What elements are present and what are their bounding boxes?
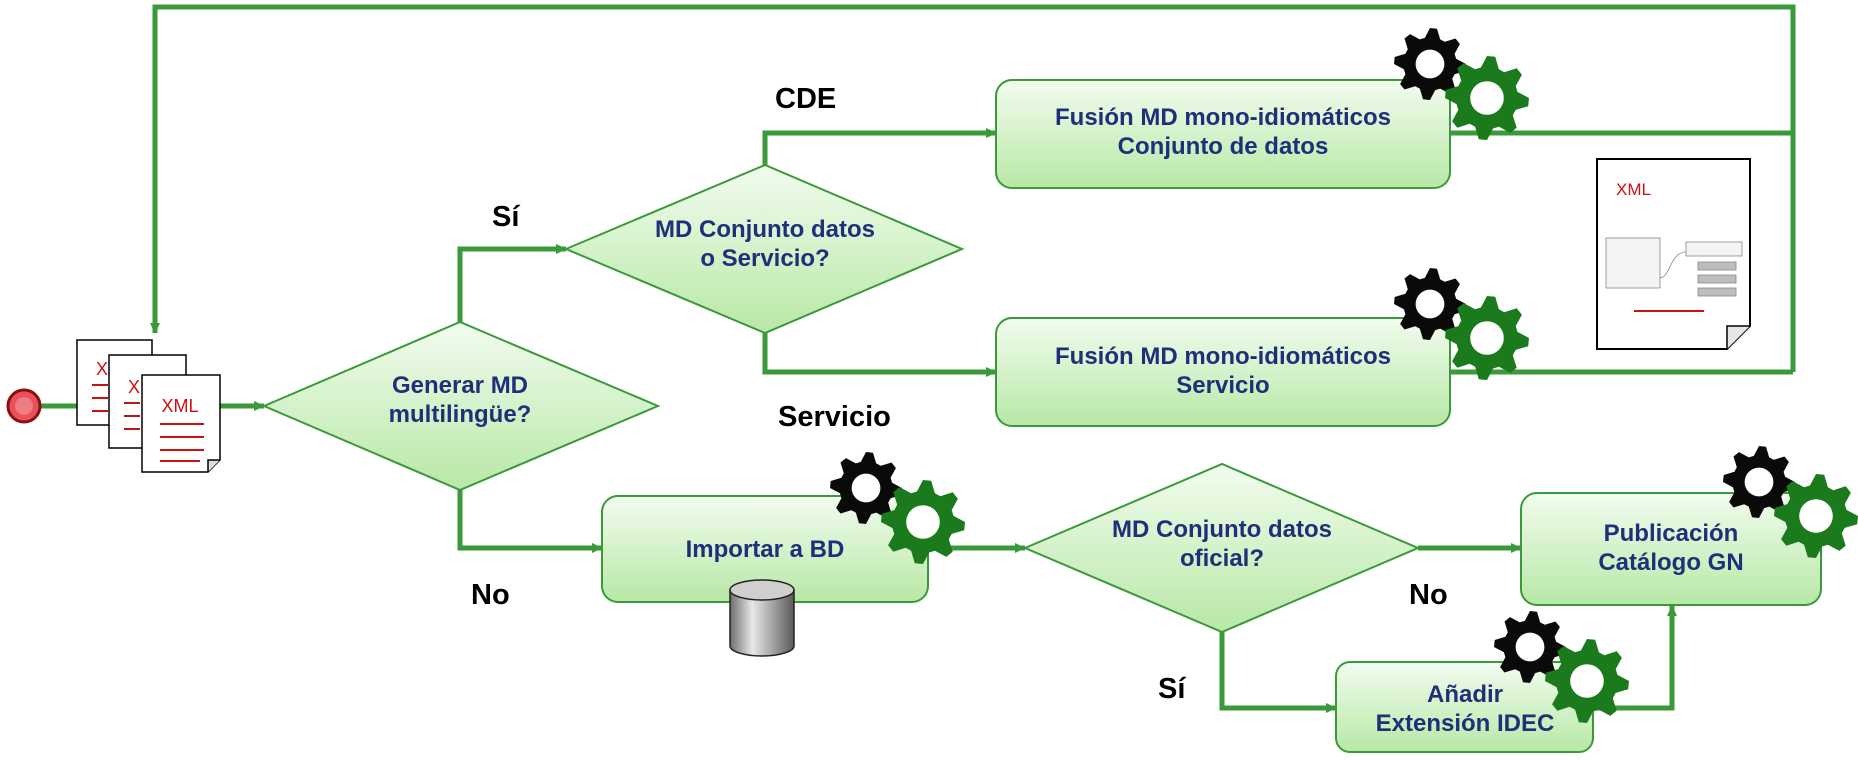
node-label-line: oficial? (1180, 545, 1264, 572)
gear-icon (1394, 268, 1466, 340)
xml-documents-icon: X X XML (76, 339, 221, 473)
node-label-line: Fusión MD mono-idiomáticos (1055, 343, 1391, 370)
node-label-line: Extensión IDEC (1376, 710, 1555, 737)
svg-text:X: X (128, 377, 140, 397)
gear-icon (830, 452, 902, 524)
edge-label-si-bottom: Sí (1158, 673, 1186, 705)
gear-icon (1723, 446, 1795, 518)
xml-stack-label: XML (161, 396, 198, 416)
gear-icon (881, 480, 965, 564)
node-label-line: Fusión MD mono-idiomáticos (1055, 104, 1391, 131)
gears-icon (1394, 28, 1529, 140)
edge-label-si-top: Sí (492, 201, 520, 233)
gear-icon (1774, 474, 1858, 558)
node-label-line: MD Conjunto datos (655, 216, 875, 243)
connector-cde-to-fusion-cde (762, 128, 997, 165)
gears-icon (1394, 268, 1529, 380)
edge-label-cde: CDE (775, 83, 836, 115)
connector-no-to-importar (457, 490, 603, 553)
node-label-line: Catálogo GN (1598, 549, 1743, 576)
database-cylinder-icon (729, 579, 795, 657)
start-circle-icon (6, 388, 42, 424)
gear-icon (1445, 56, 1529, 140)
connector-anadir-to-publicacion (1593, 605, 1677, 711)
node-label-line: o Servicio? (700, 245, 829, 272)
node-label-line: Generar MD (392, 372, 528, 399)
svg-text:X: X (96, 359, 108, 379)
connector-loop-back-to-docs (150, 4, 1796, 372)
connector-si-to-conjunto-servicio (457, 244, 567, 322)
gear-icon (1494, 611, 1566, 683)
gear-icon (1394, 28, 1466, 100)
connectors (40, 4, 1796, 713)
node-label-line: Conjunto de datos (1118, 133, 1329, 160)
node-label-line: multilingüe? (389, 401, 532, 428)
node-label-line: Servicio (1176, 372, 1269, 399)
node-label-line: Importar a BD (686, 536, 845, 563)
node-label-line: Añadir (1427, 681, 1503, 708)
connector-servicio-to-fusion-servicio (762, 333, 997, 377)
edge-label-no-left: No (471, 579, 510, 611)
edge-labels: Sí CDE Servicio No No Sí (471, 83, 1448, 705)
gear-icon (1445, 296, 1529, 380)
edge-label-servicio: Servicio (778, 401, 891, 433)
node-label-line: Publicación (1604, 520, 1739, 547)
xml-output-label: XML (1616, 180, 1651, 199)
gears-icon (830, 452, 965, 564)
node-label-line: MD Conjunto datos (1112, 516, 1332, 543)
xml-schema-document-icon: XML (1596, 158, 1751, 350)
edge-label-no-right: No (1409, 579, 1448, 611)
gear-icon (1545, 639, 1629, 723)
gears-icon (1494, 611, 1629, 723)
gears-icon (1723, 446, 1858, 558)
schema-thumbnail (1605, 237, 1743, 297)
connector-si-to-anadir (1219, 632, 1337, 713)
gears-layer (830, 28, 1858, 723)
process-importar: Importar a BD (601, 495, 929, 603)
process-importar-label: Importar a BD (686, 536, 845, 563)
